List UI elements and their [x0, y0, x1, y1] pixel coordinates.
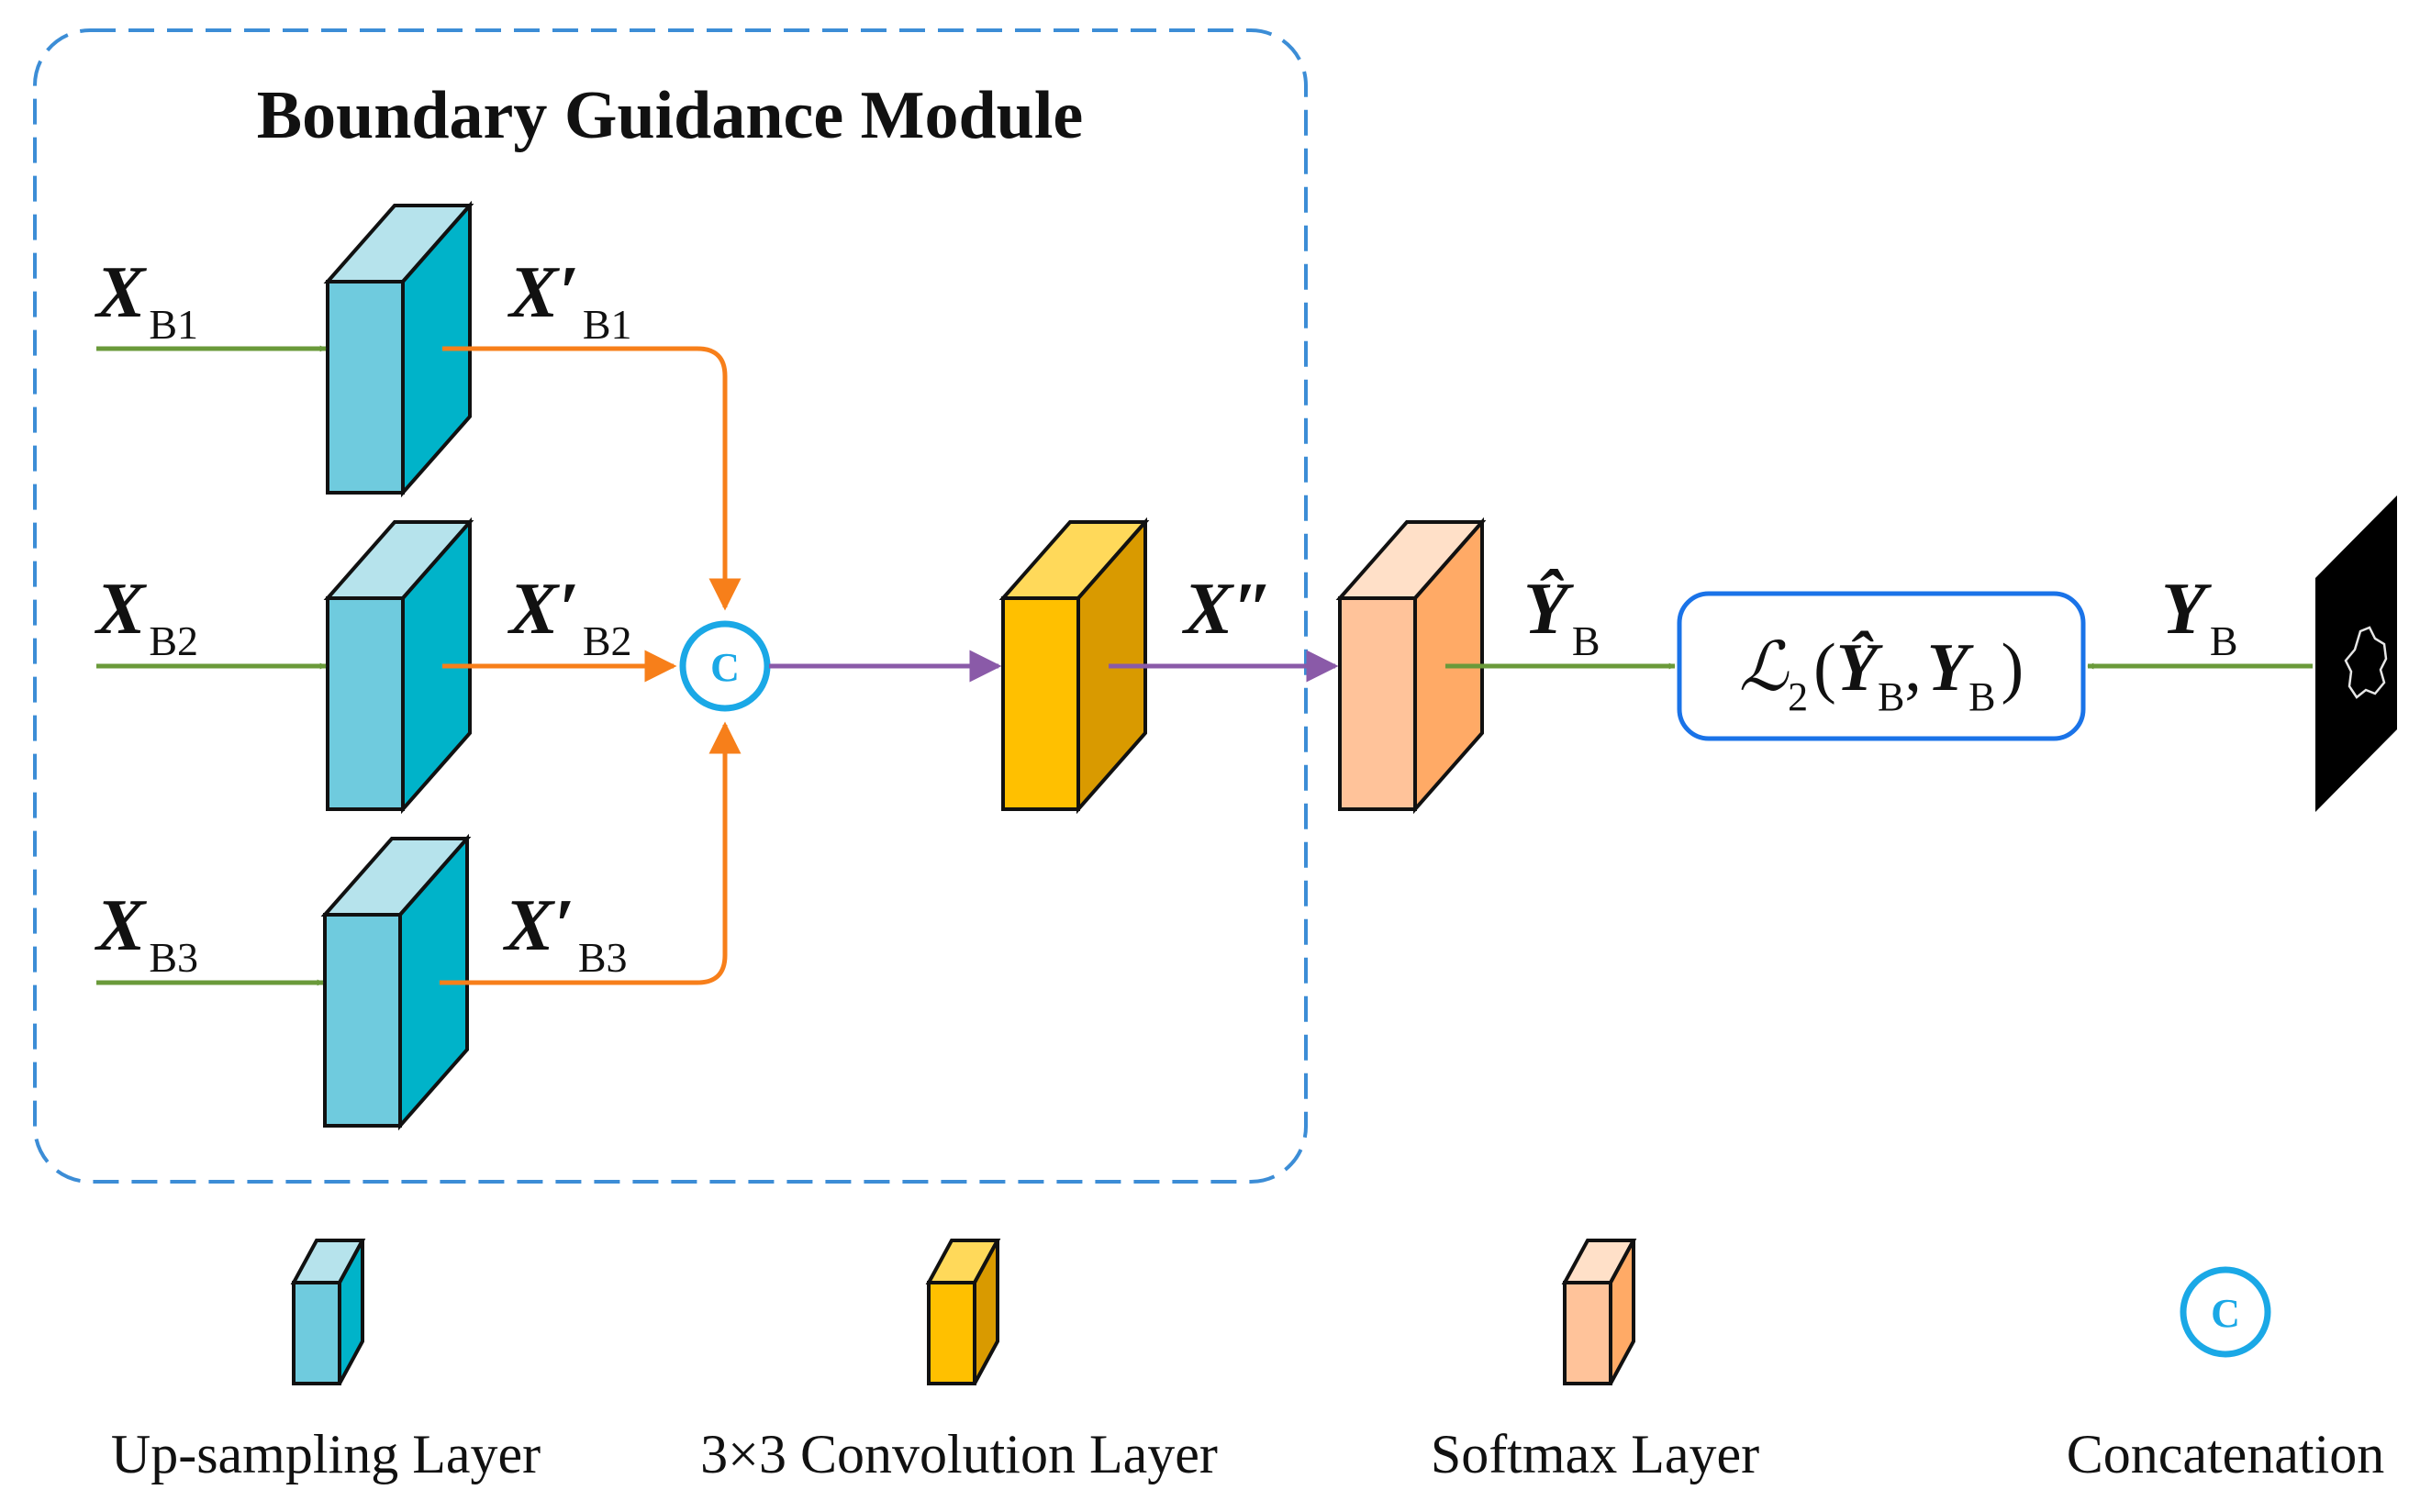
upsampled-path-3 — [440, 721, 742, 985]
legend-label-concat: Concatenation — [2067, 1424, 2385, 1484]
legend-label-upsampling: Up-sampling Layer — [111, 1424, 541, 1484]
upsampling-block-1 — [323, 200, 474, 498]
legend-upsampling-icon — [290, 1239, 366, 1385]
conv-output-label: X″ — [1181, 569, 1274, 650]
boundary-map-image — [2315, 495, 2397, 812]
loss-box — [1677, 591, 2086, 741]
upsampled-label-3: X′B3 — [502, 885, 628, 981]
concat-icon: C — [679, 620, 771, 712]
upsampled-path-1 — [442, 346, 742, 611]
input-label-3: XB3 — [94, 885, 198, 981]
prediction-label: ŶB — [1523, 569, 1600, 664]
upsampled-label-2: X′B2 — [507, 569, 632, 664]
upsampling-block-3 — [320, 833, 472, 1131]
svg-text:C: C — [2211, 1291, 2240, 1336]
legend-label-softmax: Softmax Layer — [1431, 1424, 1759, 1484]
legend-conv-icon — [925, 1239, 1001, 1385]
module-frame — [33, 28, 1308, 1184]
input-label-2: XB2 — [94, 569, 198, 664]
softmax-block — [1335, 517, 1487, 815]
legend-label-conv: 3×3 Convolution Layer — [700, 1424, 1218, 1484]
upsampled-label-1: X′B1 — [507, 252, 632, 348]
upsampling-block-2 — [323, 517, 474, 815]
legend-concat-icon: C — [2180, 1266, 2271, 1358]
module-title: Boundary Guidance Module — [257, 78, 1084, 153]
svg-text:C: C — [710, 645, 740, 690]
loss-formula: ℒ2(ŶB,YB) — [1739, 630, 2024, 719]
ground-truth-label: YB — [2161, 569, 2238, 664]
input-label-1: XB1 — [94, 252, 198, 348]
legend-softmax-icon — [1561, 1239, 1637, 1385]
